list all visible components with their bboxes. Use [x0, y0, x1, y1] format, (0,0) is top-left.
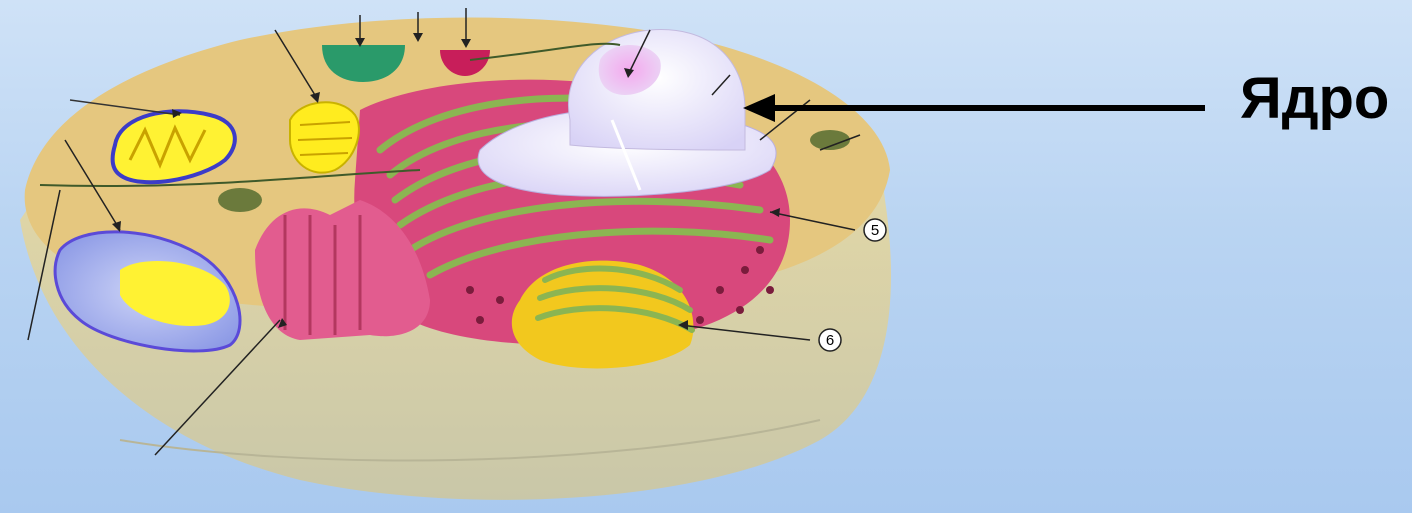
nucleus-label: Ядро — [1240, 70, 1389, 128]
vesicle-small-1 — [218, 188, 262, 212]
marker-5-label: 5 — [871, 222, 879, 239]
marker-6-label: 6 — [826, 332, 834, 349]
marker-6: 6 — [819, 329, 841, 351]
marker-5: 5 — [864, 219, 886, 241]
